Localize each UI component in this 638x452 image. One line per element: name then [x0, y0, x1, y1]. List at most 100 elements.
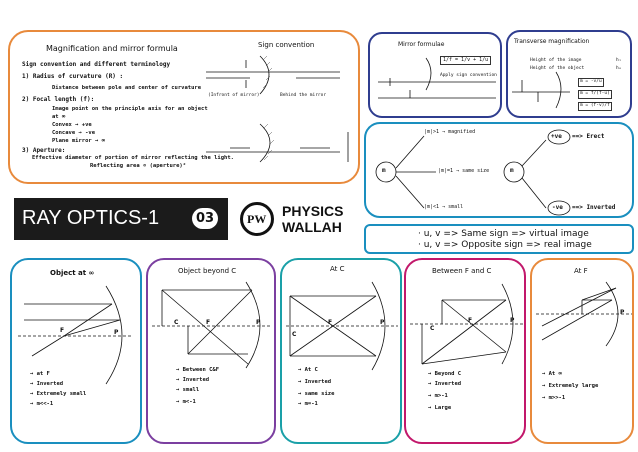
- result-line: → same size: [298, 391, 335, 397]
- panel-title: Between F and C: [432, 267, 492, 275]
- height-image-sym: hᵢ: [616, 58, 622, 63]
- focal-desc-2: at ∞: [52, 114, 66, 120]
- object-between-f-and-c-panel: Between F and C C F P → Beyond C → Inver…: [404, 258, 526, 444]
- focus-label: F: [60, 327, 65, 334]
- brand-line-2: WALLAH: [282, 219, 342, 235]
- result-line: → Inverted: [176, 377, 210, 383]
- pole-label: P: [510, 317, 515, 324]
- reflecting-area: Reflecting area ∝ (aperture)²: [90, 163, 187, 169]
- ray-diagram: [286, 281, 398, 371]
- result-line: → m=-1: [298, 401, 318, 407]
- aperture-label: 3) Aperture:: [22, 147, 66, 154]
- case-same-size: |m|=1 → same size: [438, 168, 490, 174]
- result-line: → Extremely large: [542, 383, 599, 389]
- pole-label: P: [620, 309, 625, 316]
- title-band: RAY OPTICS-1 03: [14, 198, 228, 240]
- ray-diagram: [152, 281, 272, 369]
- panel-title: Object at ∞: [50, 269, 95, 277]
- panel-title: At F: [574, 267, 588, 275]
- case-magnified: |m|>1 → magnified: [424, 129, 476, 135]
- brand-line-1: PHYSICS: [282, 203, 344, 219]
- sign-convention-diagram: [206, 55, 349, 163]
- result-line: → Inverted: [30, 381, 64, 387]
- infront-label: (Infront of mirror): [208, 93, 260, 98]
- erect-label: ==> Erect: [572, 133, 605, 140]
- cases-tree: [375, 129, 571, 216]
- result-line: → At C: [298, 367, 318, 373]
- positive-node: +ve: [551, 133, 562, 140]
- height-object: Height of the object: [530, 66, 585, 71]
- page-title: RAY OPTICS-1: [22, 207, 160, 229]
- magnification-title: Magnification and mirror formula: [46, 44, 178, 53]
- transverse-diagram: [512, 71, 570, 109]
- mirror-formulae-panel: Mirror formulae 1/f = 1/v + 1/u Apply si…: [368, 32, 502, 118]
- pole-label: P: [380, 319, 385, 326]
- object-beyond-c-panel: Object beyond C C F P → Between C&F → In…: [146, 258, 276, 444]
- ray-diagram: [536, 281, 632, 347]
- negative-node: -ve: [552, 204, 563, 211]
- object-at-infinity-panel: Object at ∞ F P → at F → Inverted → Extr…: [10, 258, 142, 444]
- pole-label: P: [256, 319, 261, 326]
- result-line: → Inverted: [298, 379, 332, 385]
- object-at-c-panel: At C C F P → At C → Inverted → same size…: [280, 258, 402, 444]
- mirror-formula-diagram: [378, 57, 496, 99]
- rule-opposite-sign: · u, v => Opposite sign => real image: [418, 240, 592, 250]
- result-line: → Between C&F: [176, 367, 220, 373]
- magnification-box-3: m = (f-v)/f: [578, 102, 612, 111]
- behind-label: Behind the mirror: [280, 93, 327, 98]
- panel-title: At C: [330, 265, 345, 273]
- result-line: → small: [176, 387, 200, 393]
- mirror-formulae-title: Mirror formulae: [398, 41, 445, 48]
- focus-label: F: [328, 319, 333, 326]
- focal-desc-1: Image point on the principle axis for an…: [52, 106, 208, 112]
- ray-diagram: [410, 283, 524, 365]
- magnification-panel: Magnification and mirror formula Sign co…: [8, 30, 360, 184]
- result-line: → at F: [30, 371, 50, 377]
- magnification-box-2: m = f/(f-u): [578, 90, 612, 99]
- focus-label: F: [206, 319, 211, 326]
- height-object-sym: hₒ: [616, 66, 622, 71]
- aperture-desc: Effective diameter of portion of mirror …: [32, 155, 234, 161]
- plane-sign: Plane mirror → ∞: [52, 138, 105, 144]
- rule-same-sign: · u, v => Same sign => virtual image: [418, 229, 589, 239]
- apply-sign-note: Apply sign convention: [440, 73, 497, 78]
- transverse-title: Transverse magnification: [514, 38, 590, 45]
- center-label: C: [292, 331, 297, 338]
- center-label: C: [430, 325, 435, 332]
- pw-logo: PW: [240, 202, 274, 236]
- center-label: C: [174, 319, 179, 326]
- result-line: → m<<-1: [30, 401, 54, 407]
- transverse-panel: Transverse magnification Height of the i…: [506, 30, 632, 118]
- chapter-number: 03: [192, 208, 219, 229]
- terminology-heading: Sign convention and different terminolog…: [22, 61, 171, 68]
- concave-sign: Concave → -ve: [52, 130, 96, 136]
- sign-convention-title: Sign convention: [258, 41, 315, 49]
- result-line: → Inverted: [428, 381, 462, 387]
- result-line: → m>-1: [428, 393, 448, 399]
- pole-label: P: [114, 329, 119, 336]
- focus-label: F: [468, 317, 473, 324]
- m-node-2: m: [510, 167, 514, 174]
- rules-box: · u, v => Same sign => virtual image · u…: [364, 224, 634, 254]
- result-line: → Extremely small: [30, 391, 87, 397]
- result-line: → m>>-1: [542, 395, 566, 401]
- case-small: |m|<1 → small: [424, 204, 464, 210]
- result-line: → At ∞: [542, 371, 562, 377]
- magnification-box-1: m = -v/u: [578, 78, 604, 87]
- convex-sign: Convex → +ve: [52, 122, 92, 128]
- object-at-f-panel: At F P → At ∞ → Extremely large → m>>-1: [530, 258, 634, 444]
- m-node-1: m: [382, 167, 386, 174]
- cases-panel: m m |m|>1 → magnified |m|=1 → same size …: [364, 122, 634, 218]
- result-line: → Beyond C: [428, 371, 462, 377]
- mirror-formula: 1/f = 1/v + 1/u: [440, 56, 492, 65]
- result-line: → m<-1: [176, 399, 196, 405]
- logo-letters: PW: [247, 212, 267, 226]
- result-line: → Large: [428, 405, 452, 411]
- ray-diagram: [18, 285, 132, 385]
- height-image: Height of the image: [530, 58, 582, 63]
- focal-label: 2) Focal length (f):: [22, 96, 95, 103]
- inverted-label: ==> Inverted: [572, 204, 616, 211]
- panel-title: Object beyond C: [178, 267, 237, 275]
- roc-label: 1) Radius of curvature (R) :: [22, 73, 124, 80]
- roc-desc: Distance between pole and center of curv…: [52, 85, 202, 91]
